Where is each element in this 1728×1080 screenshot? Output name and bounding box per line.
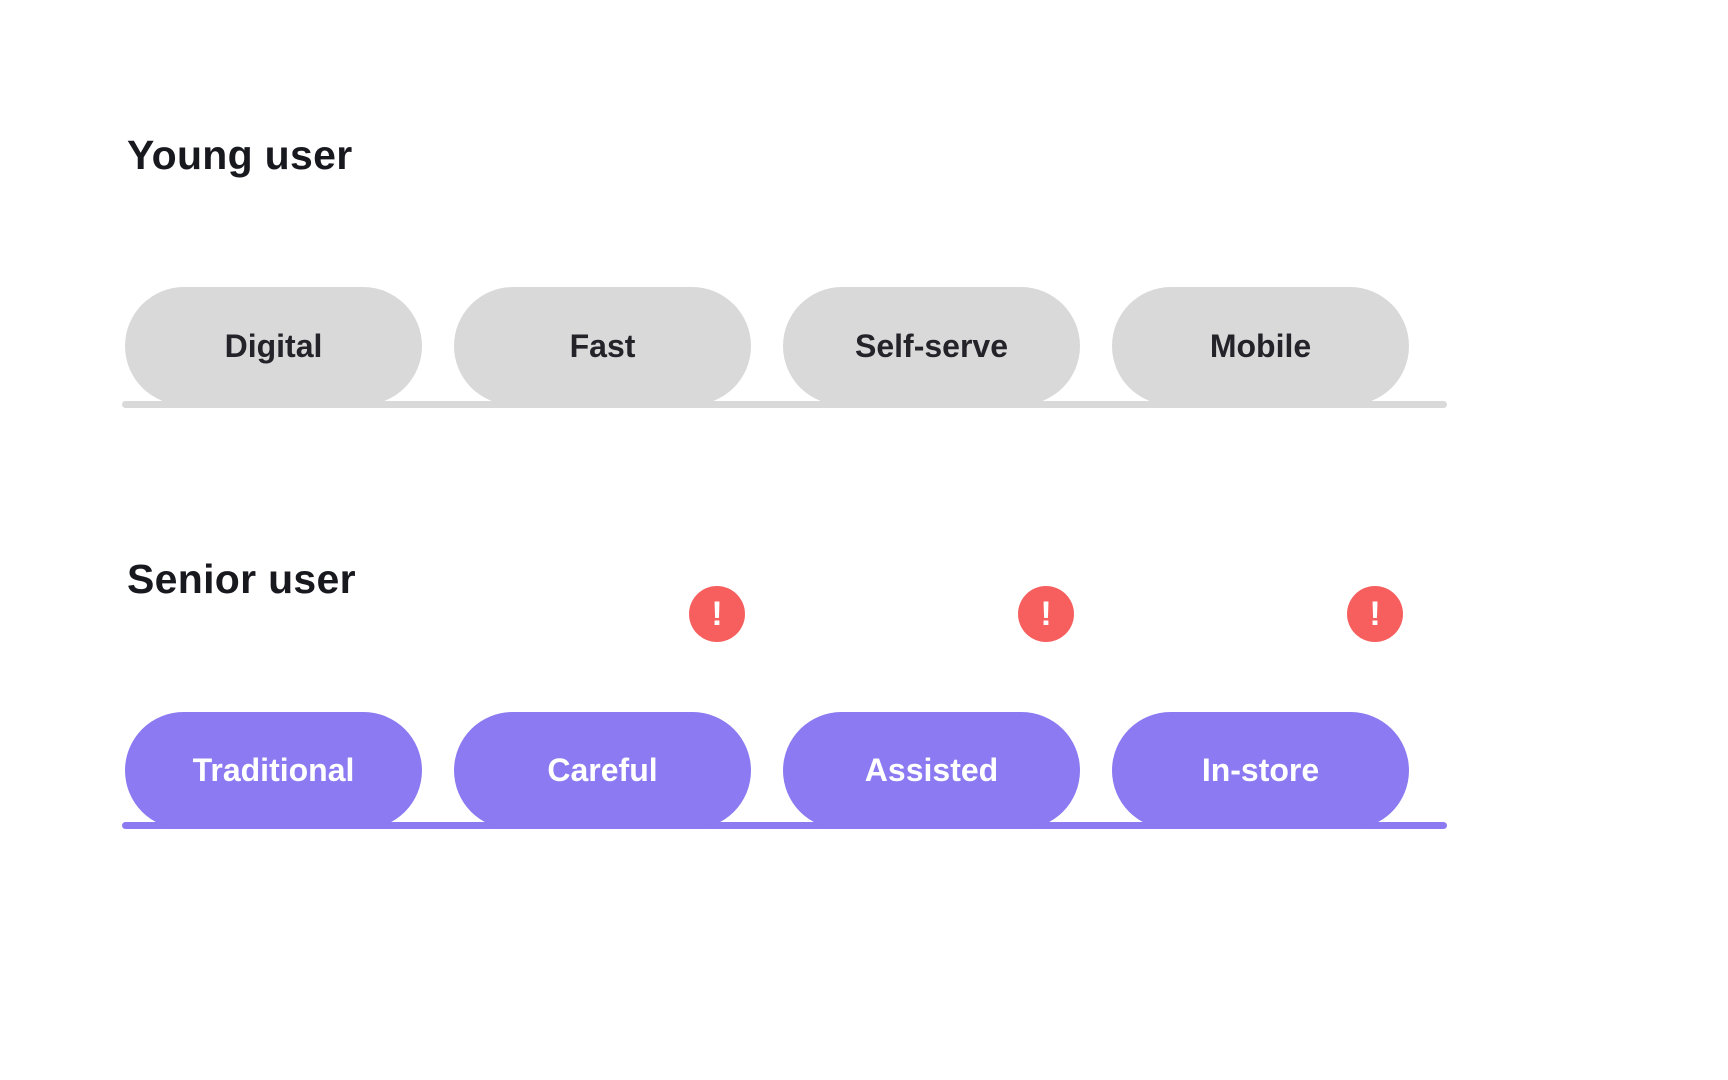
section-title-senior-user: Senior user — [127, 556, 356, 602]
tag-careful[interactable]: Careful ! — [454, 586, 751, 829]
tag-label: Self-serve — [855, 327, 1008, 364]
tag-label: Careful — [547, 752, 658, 788]
tag-assisted[interactable]: Assisted ! — [783, 586, 1080, 829]
alert-icon: ! — [1018, 586, 1074, 642]
tag-mobile[interactable]: Mobile ! — [1112, 287, 1409, 405]
tag-label: Digital — [224, 327, 323, 364]
alert-icon: ! — [1347, 586, 1403, 642]
senior-user-underline — [122, 822, 1447, 829]
section-title-young-user: Young user — [127, 132, 353, 178]
tag-traditional[interactable]: Traditional ! — [125, 712, 422, 829]
tag-label: In-store — [1201, 752, 1320, 788]
tag-in-store[interactable]: In-store ! — [1112, 586, 1409, 829]
young-user-underline — [122, 401, 1447, 408]
tag-digital[interactable]: Digital ! — [125, 287, 422, 405]
tag-fast[interactable]: Fast ! — [454, 287, 751, 405]
tag-label: Traditional — [192, 752, 355, 788]
tag-label: Assisted — [864, 752, 999, 788]
alert-icon: ! — [689, 586, 745, 642]
tag-label: Mobile — [1209, 327, 1312, 364]
tag-label: Fast — [569, 327, 636, 364]
tag-self-serve[interactable]: Self-serve ! — [783, 287, 1080, 405]
